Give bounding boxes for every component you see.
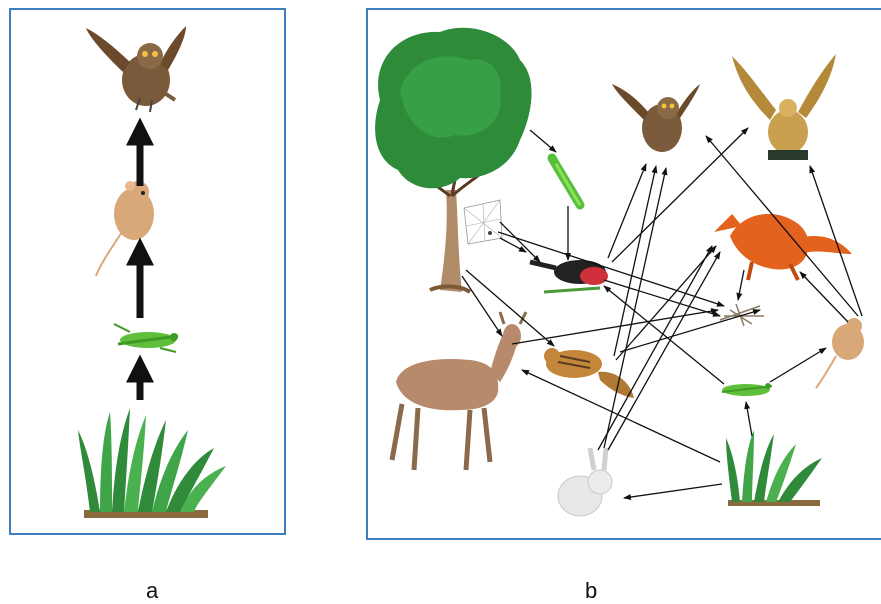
arrow-web-mushroom <box>498 232 724 306</box>
arrow-deer-mushroom <box>512 310 718 344</box>
panel-b-rabbit <box>558 448 612 516</box>
arrow-grass-grasshopper <box>746 402 752 436</box>
arrow-chipmunk-fox <box>616 246 716 360</box>
food-web-arrows <box>462 128 862 498</box>
panel-b-spider-web <box>464 200 502 244</box>
panel-a-grass <box>78 408 226 518</box>
panel-b-deer <box>392 312 526 470</box>
arrow-grass-rabbit <box>624 484 722 498</box>
caption-b: b <box>585 578 597 604</box>
panel-b-tree <box>375 28 531 292</box>
arrow-spider-bird <box>500 222 540 262</box>
arrow-mouse-fox <box>800 272 848 322</box>
panel-b-grass <box>726 430 822 506</box>
arrow-tree-caterpillar <box>530 130 556 152</box>
panel-a-owl <box>86 26 186 112</box>
arrow-bird-owl <box>608 164 646 258</box>
arrow-grasshopper-mouse <box>770 348 826 382</box>
panel-a-grasshopper <box>114 324 178 352</box>
caption-a: a <box>146 578 158 604</box>
panel-b-mouse <box>816 318 864 388</box>
arrow-rabbit-owl <box>604 168 666 448</box>
panel-b-caterpillar <box>552 158 580 205</box>
panel-a-mouse <box>96 181 154 276</box>
panel-b-owl <box>612 84 700 152</box>
arrow-tree-deer <box>462 276 502 336</box>
panel-b-hawk <box>732 54 836 160</box>
panel-b-grasshopper <box>722 383 772 396</box>
arrow-chipmunk-owl <box>614 166 656 356</box>
arrow-fox-mushroom <box>738 270 744 300</box>
arrow-bird-hawk <box>612 128 748 262</box>
panel-b-fox <box>714 214 852 280</box>
arrow-rabbit-fox-2 <box>598 246 712 450</box>
